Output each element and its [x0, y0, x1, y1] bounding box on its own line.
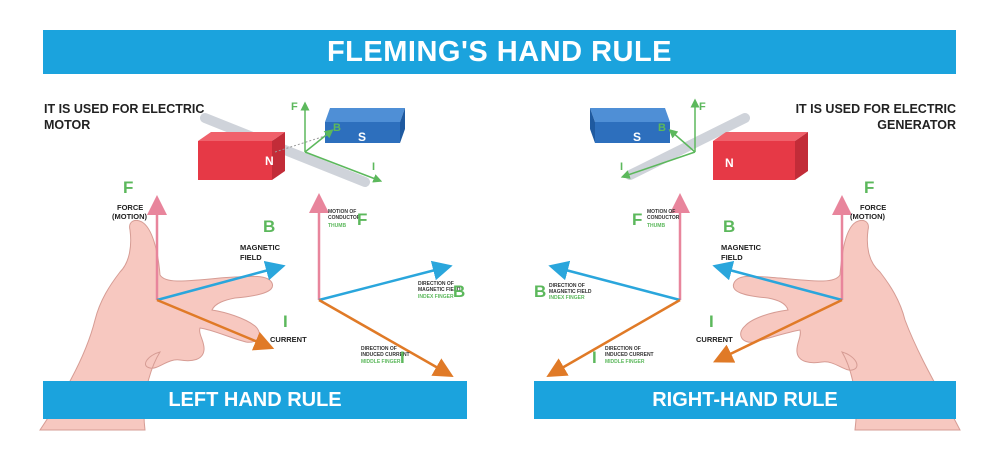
- page-title: FLEMING'S HAND RULE: [43, 30, 956, 74]
- left-usage-text: IT IS USED FOR ELECTRIC MOTOR: [44, 102, 205, 132]
- left-hand-current-arrow: [156, 298, 275, 351]
- south-magnet-top: [325, 108, 405, 122]
- right-axis-f-desc-2: CONDUCTOR: [647, 215, 680, 221]
- left-axis-b-desc-2: MAGNETIC FIELD: [418, 287, 461, 293]
- left-axes: MOTION OF CONDUCTOR THUMB F DIRECTION OF…: [309, 193, 465, 377]
- left-hand-i-letter: I: [283, 312, 288, 331]
- left-hand-b-label-1: MAGNETIC: [240, 243, 281, 252]
- magnet-i-arrow: [304, 151, 383, 183]
- south-magnet-side: [400, 108, 405, 143]
- left-axis-field: [318, 260, 453, 302]
- right-axis-f-desc-1: MOTION OF: [647, 209, 675, 215]
- right-axis-i-letter: I: [592, 348, 597, 367]
- right-magnet-b-arrow: [668, 129, 696, 153]
- magnet-f-label: F: [291, 101, 298, 113]
- right-hand-shape: [732, 219, 961, 431]
- left-axis-b-finger: INDEX FINGER: [418, 294, 454, 300]
- right-north-magnet-side: [795, 132, 808, 180]
- magnet-s-label: S: [358, 130, 366, 144]
- south-magnet: [325, 122, 400, 143]
- right-axes: MOTION OF CONDUCTOR THUMB F DIRECTION OF…: [534, 193, 690, 377]
- left-axis-i-desc-1: DIRECTION OF: [361, 346, 397, 352]
- north-magnet-top: [198, 132, 285, 141]
- right-south-magnet-top: [590, 108, 670, 122]
- right-magnet-s-label: S: [633, 130, 641, 144]
- right-south-magnet-side: [590, 108, 595, 143]
- left-hand-rule-banner: LEFT HAND RULE: [43, 381, 467, 419]
- right-magnet-assembly: F B I S N: [590, 98, 808, 180]
- right-magnet-i-arrow: [620, 151, 696, 179]
- right-axis-b-finger: INDEX FINGER: [549, 295, 585, 301]
- left-hand-f-label-1: FORCE: [117, 203, 143, 212]
- left-axis-i-letter: I: [400, 348, 405, 367]
- left-axis-i-desc-2: INDUCED CURRENT: [361, 352, 410, 358]
- north-magnet: [198, 141, 272, 180]
- right-magnet-f-label: F: [699, 101, 706, 113]
- left-hand-b-letter: B: [263, 217, 275, 236]
- right-hand-rule-banner: RIGHT-HAND RULE: [534, 381, 956, 419]
- field-line: [274, 135, 326, 153]
- right-axis-current: [546, 298, 681, 377]
- left-hand-field-arrow: [156, 260, 286, 302]
- right-axis-i-finger: MIDDLE FINGER: [605, 359, 645, 365]
- left-axis-f-finger: THUMB: [328, 223, 346, 229]
- left-axis-b-desc-1: DIRECTION OF: [418, 281, 454, 287]
- right-south-magnet: [595, 122, 670, 143]
- left-axis-current: [318, 298, 454, 377]
- right-hand-b-label-1: MAGNETIC: [721, 243, 762, 252]
- magnet-b-label: B: [333, 122, 341, 134]
- left-hand: F FORCE (MOTION) B MAGNETIC FIELD I CURR…: [39, 178, 307, 431]
- right-hand-f-letter: F: [864, 178, 874, 197]
- right-hand-current-arrow: [712, 298, 843, 363]
- right-axis-b-letter: B: [534, 282, 546, 301]
- left-hand-f-letter: F: [123, 178, 133, 197]
- right-hand-f-label-1: FORCE: [860, 203, 886, 212]
- conductor-rod-right: [625, 113, 750, 180]
- north-magnet-side: [272, 132, 285, 180]
- left-hand-f-label-2: (MOTION): [112, 212, 147, 221]
- left-axis-f-desc-2: CONDUCTOR: [328, 215, 361, 221]
- right-north-magnet-top: [713, 132, 808, 141]
- magnet-b-arrow: [304, 129, 334, 153]
- left-hand-b-label-2: FIELD: [240, 253, 262, 262]
- right-magnet-n-label: N: [725, 156, 734, 170]
- right-hand: F FORCE (MOTION) B MAGNETIC FIELD I CURR…: [696, 178, 961, 431]
- right-hand-f-label-2: (MOTION): [850, 212, 885, 221]
- right-axis-f-letter: F: [632, 210, 642, 229]
- left-axis-b-letter: B: [453, 282, 465, 301]
- magnet-i-label: I: [372, 161, 375, 173]
- left-axis-i-finger: MIDDLE FINGER: [361, 359, 401, 365]
- right-usage-text: IT IS USED FOR ELECTRIC GENERATOR: [795, 102, 956, 132]
- right-north-magnet: [713, 141, 795, 180]
- right-magnet-i-label: I: [620, 161, 623, 173]
- right-axis-f-finger: THUMB: [647, 223, 665, 229]
- right-magnet-b-label: B: [658, 122, 666, 134]
- magnet-n-label: N: [265, 154, 274, 168]
- right-hand-field-arrow: [712, 260, 843, 302]
- right-axis-b-desc-1: DIRECTION OF: [549, 283, 585, 289]
- right-axis-i-desc-1: DIRECTION OF: [605, 346, 641, 352]
- right-hand-i-letter: I: [709, 312, 714, 331]
- left-hand-shape: [39, 219, 273, 431]
- right-axis-field: [548, 260, 681, 302]
- right-axis-b-desc-2: MAGNETIC FIELD: [549, 289, 592, 295]
- left-axis-f-letter: F: [357, 210, 367, 229]
- right-axis-i-desc-2: INDUCED CURRENT: [605, 352, 654, 358]
- right-hand-i-label: CURRENT: [696, 335, 733, 344]
- left-hand-i-label: CURRENT: [270, 335, 307, 344]
- left-magnet-assembly: F B I S N: [198, 101, 405, 187]
- right-hand-b-label-2: FIELD: [721, 253, 743, 262]
- left-axis-f-desc-1: MOTION OF: [328, 209, 356, 215]
- right-hand-b-letter: B: [723, 217, 735, 236]
